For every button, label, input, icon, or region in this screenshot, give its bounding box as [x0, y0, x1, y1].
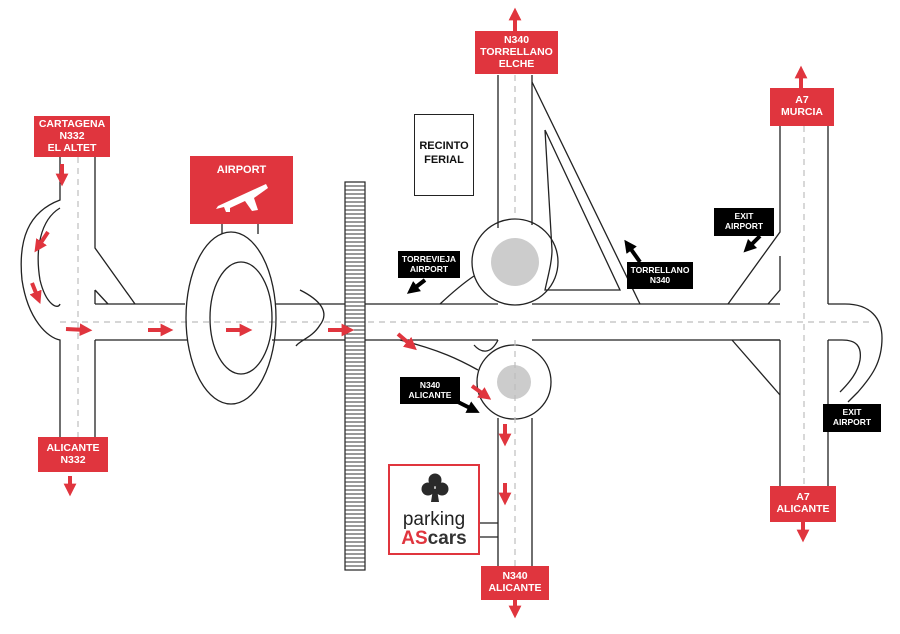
sign-n340-alicante-black: N340 ALICANTE: [400, 377, 460, 404]
n340-south-road: [399, 339, 552, 568]
sign-text: ALICANTE: [408, 390, 452, 400]
sign-text: CARTAGENA: [38, 118, 106, 130]
main-road: [60, 303, 883, 403]
brand-name: AScars: [390, 529, 478, 549]
arrow-n340-alicante: [457, 400, 480, 413]
sign-text: EXIT: [734, 211, 754, 221]
direction-arrows: [29, 7, 810, 619]
sign-text: N340: [502, 570, 528, 582]
sign-text: N332: [59, 130, 85, 142]
arrow-diag-2: [470, 384, 492, 400]
label-text: FERIAL: [424, 154, 464, 166]
airport-label: AIRPORT: [216, 164, 267, 176]
sign-text: ALICANTE: [488, 582, 542, 594]
sign-text: A7: [795, 94, 809, 106]
sign-text: ALICANTE: [46, 442, 100, 454]
sign-torrevieja-airport: TORREVIEJA AIRPORT: [398, 251, 460, 278]
railway-sleepers: [345, 185, 365, 567]
sign-text: MURCIA: [781, 106, 823, 118]
sign-n340-south: N340 ALICANTE: [481, 566, 549, 600]
sign-a7-murcia: A7 MURCIA: [770, 88, 834, 126]
label-text: RECINTO: [419, 140, 469, 152]
sign-text: N340: [503, 34, 530, 46]
sign-text: EL ALTET: [47, 142, 97, 154]
n340-north-road: [439, 75, 641, 306]
sign-n340-north: N340 TORRELLANO ELCHE: [475, 31, 558, 74]
sign-text: N340: [649, 275, 671, 285]
sign-text: TORREVIEJA: [401, 254, 457, 264]
airport-roundabout: [185, 224, 325, 405]
black-arrows: [406, 234, 842, 425]
arrow-diag-1: [396, 332, 417, 351]
sign-cartagena: CARTAGENA N332 EL ALTET: [34, 116, 110, 157]
railway: [344, 181, 366, 571]
arrow-torrellano: [624, 239, 642, 264]
sign-text: ALICANTE: [776, 503, 830, 515]
sign-text: EXIT: [842, 407, 862, 417]
recinto-ferial-box: RECINTO FERIAL: [414, 114, 474, 196]
sign-text: AIRPORT: [832, 417, 872, 427]
left-road: [20, 157, 136, 440]
arrow-exit-airport-top: [743, 234, 762, 253]
brand-cars: cars: [427, 528, 467, 549]
arrow-loop-2: [29, 282, 42, 304]
sign-text: N332: [60, 454, 86, 466]
sign-text: A7: [796, 491, 810, 503]
a7-road: [727, 126, 829, 488]
sign-text: ELCHE: [498, 58, 535, 70]
parking-ascars-logo: parking AScars: [388, 464, 480, 555]
sign-a7-alicante: A7 ALICANTE: [770, 486, 836, 522]
arrow-loop-1: [34, 230, 50, 253]
arrow-torrevieja: [406, 278, 427, 294]
sign-text: TORRELLANO: [630, 265, 690, 275]
sign-text: N340: [419, 380, 441, 390]
sign-alicante-n332: ALICANTE N332: [38, 437, 108, 472]
sign-text: AIRPORT: [724, 221, 764, 231]
sign-torrellano-n340: TORRELLANO N340: [627, 262, 693, 289]
sign-text: TORRELLANO: [480, 46, 553, 58]
airplane-icon: [215, 184, 268, 212]
club-suit-icon: [421, 473, 449, 502]
arrow-east-1: [65, 323, 93, 337]
parking-word: parking: [402, 509, 466, 530]
sign-exit-airport-top: EXIT AIRPORT: [714, 208, 774, 236]
airport-sign: AIRPORT: [190, 156, 293, 224]
brand-as: AS: [401, 528, 428, 549]
sign-exit-airport-right: EXIT AIRPORT: [823, 404, 881, 432]
sign-text: AIRPORT: [409, 264, 449, 274]
